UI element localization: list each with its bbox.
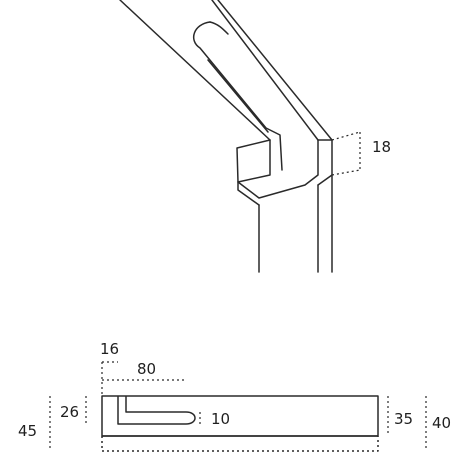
dimension-left <box>49 396 87 451</box>
dimension-right <box>199 396 427 451</box>
shelf-right-face <box>317 139 333 186</box>
rail-inner-edge <box>211 0 319 141</box>
dimension-40-label: 40 <box>432 414 451 432</box>
dimension-16-label: 16 <box>100 340 119 358</box>
profile-outer <box>101 395 379 437</box>
dimension-35-label: 35 <box>394 410 413 428</box>
dimension-top <box>101 361 186 396</box>
dim-18-extension-bottom <box>331 169 361 176</box>
shelf-top-face <box>237 139 319 199</box>
dimension-80-label: 80 <box>137 360 156 378</box>
rail-left-edge <box>119 0 271 141</box>
shelf-front-face <box>236 139 271 183</box>
dim-18-extension-top <box>331 131 361 141</box>
slot-outline <box>192 21 283 171</box>
rail-right-edge <box>217 0 333 141</box>
slot-inner-line <box>207 59 269 133</box>
dimension-18 <box>331 131 361 176</box>
profile-bottom-dashed <box>101 436 379 452</box>
dimension-26-label: 26 <box>60 403 79 421</box>
profile-view <box>101 395 379 452</box>
shelf-bottom-edge <box>237 181 260 206</box>
isometric-view <box>119 0 333 273</box>
dimension-10-label: 10 <box>211 410 230 428</box>
slot-top-curve <box>209 21 229 35</box>
dimension-45-label: 45 <box>18 422 37 440</box>
profile-slot <box>117 396 196 425</box>
dimension-18-label: 18 <box>372 138 391 156</box>
